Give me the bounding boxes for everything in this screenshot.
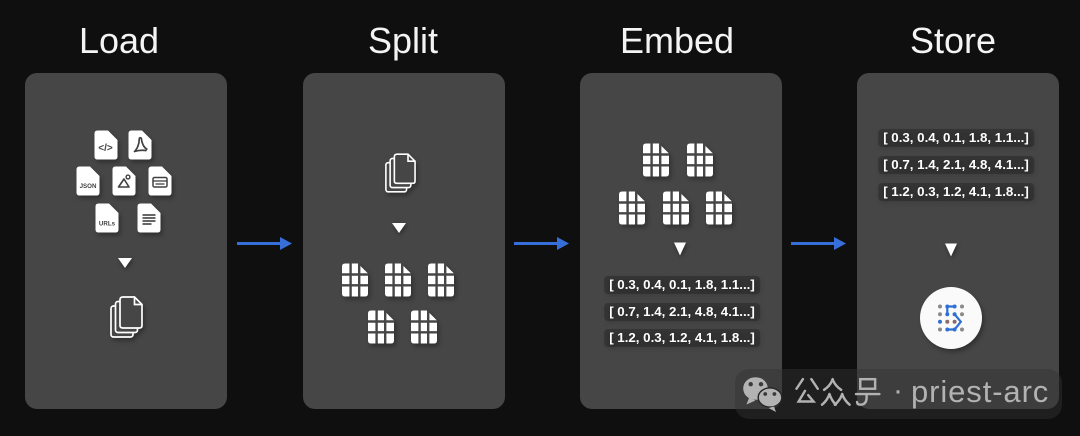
svg-text:JSON: JSON xyxy=(80,183,97,190)
svg-text:</>: </> xyxy=(98,143,113,154)
svg-text:URLs: URLs xyxy=(99,221,116,228)
